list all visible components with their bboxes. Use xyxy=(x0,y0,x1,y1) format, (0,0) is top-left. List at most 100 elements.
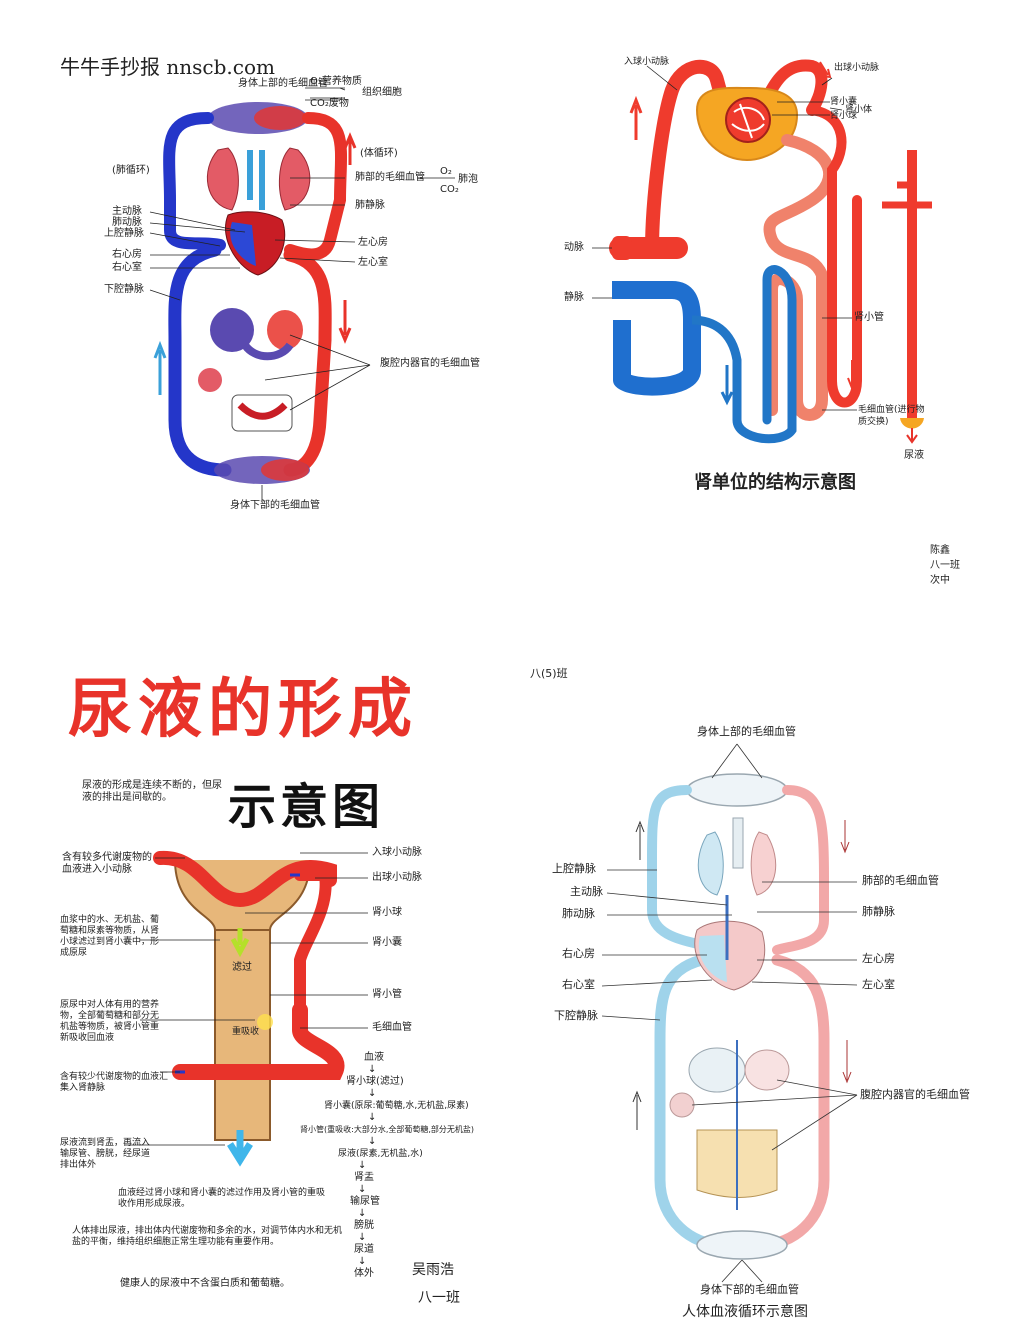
label-inferior-vena-cava: 下腔静脉 xyxy=(104,284,144,295)
label-pulmonary-artery: 肺动脉 xyxy=(112,217,142,228)
label-exchange: 毛细血管(进行物质交换) xyxy=(858,405,925,427)
flow-step-10: 体外 xyxy=(354,1268,374,1279)
pastel-svc: 上腔静脉 xyxy=(552,862,596,875)
pastel-class-label: 八(5)班 xyxy=(530,667,568,680)
pastel-left-lung xyxy=(697,831,724,896)
label-upper-capillaries: 身体上部的毛细血管 xyxy=(238,78,328,89)
label-o2: O₂ xyxy=(440,166,452,177)
flow-arrow: ↓ xyxy=(368,1064,377,1075)
pastel-top-label: 身体上部的毛细血管 xyxy=(697,725,796,738)
urine-label-4: 含有较少代谢废物的血液汇集入肾静脉 xyxy=(60,1072,169,1093)
nephron-diagram xyxy=(592,59,932,444)
urine-r-afferent: 入球小动脉 xyxy=(372,847,422,858)
pastel-lower-capillaries xyxy=(696,1230,788,1260)
flow-step-2: 肾小球(滤过) xyxy=(346,1076,404,1087)
label-aorta: 主动脉 xyxy=(112,206,142,217)
panel-urine: 尿液的形成 示意图 尿液的形成是连续不断的，但尿液的排出是间歇的。 xyxy=(0,660,512,1332)
capillary-vessel xyxy=(172,1002,345,1080)
left-lung xyxy=(206,147,239,211)
urine-r-capillary: 毛细血管 xyxy=(372,1022,412,1033)
label-abdominal-capillaries: 腹腔内器官的毛细血管 xyxy=(380,358,480,369)
pastel-left-ventricle: 左心室 xyxy=(862,978,895,991)
liver-capillaries xyxy=(210,308,254,352)
panel-circulation-pastel: 八(5)班 xyxy=(512,660,1024,1332)
flow-step-6: 肾盂 xyxy=(354,1172,374,1183)
urine-label-5: 尿液流到肾盂，再流入输尿管、膀胱，经尿道排出体外 xyxy=(60,1138,151,1170)
label-right-atrium: 右心房 xyxy=(112,249,142,260)
flow-step-8: 膀胱 xyxy=(354,1220,374,1231)
pastel-abdominal: 腹腔内器官的毛细血管 xyxy=(860,1088,970,1101)
label-tissue-cells: 组织细胞 xyxy=(362,87,402,98)
venous-return xyxy=(732,265,797,444)
flow-arrow: ↓ xyxy=(358,1208,367,1219)
flow-arrow: ↓ xyxy=(368,1088,377,1099)
label-left-ventricle: 左心室 xyxy=(358,257,388,268)
label-glomerulus: 肾小球 xyxy=(830,111,858,121)
right-lung xyxy=(278,147,311,211)
label-systemic-circulation: (体循环) xyxy=(360,148,398,159)
flow-arrow: ↓ xyxy=(358,1256,367,1267)
urine-para-1: 血液经过肾小球和肾小囊的滤过作用及肾小管的重吸收作用形成尿液。 xyxy=(118,1188,326,1209)
flow-step-5: 尿液(尿素,无机盐,水) xyxy=(338,1149,423,1159)
pastel-bottom-label: 身体下部的毛细血管 xyxy=(700,1283,799,1296)
afferent-vessel xyxy=(153,850,337,908)
flow-step-1: 血液 xyxy=(364,1052,384,1063)
urine-r-capsule: 肾小囊 xyxy=(372,937,402,948)
efferent-arteriole xyxy=(756,59,828,116)
label-co2: CO₂ xyxy=(440,184,459,195)
label-urine: 尿液 xyxy=(904,450,924,461)
nephron-author-class: 八一班 xyxy=(930,560,960,571)
circulation-pastel-diagram xyxy=(601,743,858,1283)
pastel-venous-loop xyxy=(647,785,707,950)
pastel-lung-cap: 肺部的毛细血管 xyxy=(862,874,939,887)
flow-step-4: 肾小管(重吸收:大部分水,全部葡萄糖,部分无机盐) xyxy=(300,1125,475,1134)
urine-label-1: 含有较多代谢废物的血液进入小动脉 xyxy=(62,852,152,875)
flow-arrow: ↓ xyxy=(368,1112,377,1123)
pastel-upper-capillaries xyxy=(686,773,788,807)
label-right-ventricle: 右心室 xyxy=(112,262,142,273)
label-efferent-arteriole: 出球小动脉 xyxy=(834,63,880,73)
urine-label-3: 原尿中对人体有用的营养物，全部葡萄糖和部分无机盐等物质，被肾小管重新吸收回血液 xyxy=(60,1000,160,1043)
nephron-title: 肾单位的结构示意图 xyxy=(694,472,856,493)
flow-step-3: 肾小囊(原尿:葡萄糖,水,无机盐,尿素) xyxy=(324,1101,469,1111)
urine-para-2: 人体排出尿液，排出体内代谢废物和多余的水，对调节体内水和无机盐的平衡，维持组织细… xyxy=(72,1226,343,1247)
pastel-pulm-artery: 肺动脉 xyxy=(562,907,595,920)
flow-step-9: 尿道 xyxy=(354,1244,374,1255)
pastel-title: 人体血液循环示意图 xyxy=(682,1304,808,1320)
urine-para-3: 健康人的尿液中不含蛋白质和葡萄糖。 xyxy=(120,1278,290,1289)
label-pulmonary-vein: 肺静脉 xyxy=(355,200,385,211)
flow-step-7: 输尿管 xyxy=(350,1196,380,1207)
panel-circulation-color: 身体上部的毛细血管 O₂营养物质 CO₂废物 组织细胞 (肺循环) (体循环) … xyxy=(0,0,512,540)
urine-author-class: 八一班 xyxy=(418,1290,460,1306)
urine-reabsorb: 重吸收 xyxy=(232,1027,260,1037)
label-vein: 静脉 xyxy=(564,292,584,303)
label-pulmonary-circulation: (肺循环) xyxy=(112,165,150,176)
pastel-pulm-vein: 肺静脉 xyxy=(862,905,895,918)
urine-drop xyxy=(900,418,924,429)
flow-arrow: ↓ xyxy=(358,1184,367,1195)
circulation-color-diagram xyxy=(149,87,455,500)
label-superior-vena-cava: 上腔静脉 xyxy=(104,228,144,239)
urine-label-2: 血浆中的水、无机盐、葡萄糖和尿素等物质，从肾小球滤过到肾小囊中，形成原尿 xyxy=(60,915,160,958)
pastel-arterial-loop xyxy=(772,785,829,955)
label-left-atrium: 左心房 xyxy=(358,237,388,248)
label-artery: 动脉 xyxy=(564,242,584,253)
urine-r-efferent: 出球小动脉 xyxy=(372,872,422,883)
pastel-ivc: 下腔静脉 xyxy=(554,1009,598,1022)
label-lower-capillaries: 身体下部的毛细血管 xyxy=(230,500,320,511)
urine-r-tubule: 肾小管 xyxy=(372,989,402,1000)
label-capsule: 肾小囊 xyxy=(830,97,858,107)
watermark: 牛牛手抄报 nnscb.com xyxy=(60,55,275,79)
label-o2-nutrients: O₂营养物质 xyxy=(310,76,362,87)
pastel-aorta: 主动脉 xyxy=(570,885,603,898)
pastel-right-ventricle: 右心室 xyxy=(562,978,595,991)
flow-arrow: ↓ xyxy=(358,1232,367,1243)
renal-tubule xyxy=(763,134,836,421)
flow-arrow: ↓ xyxy=(358,1160,367,1171)
pastel-left-atrium: 左心房 xyxy=(862,952,895,965)
urine-title-sub: 示意图 xyxy=(228,779,385,835)
urine-r-glomerulus: 肾小球 xyxy=(372,907,402,918)
flow-arrow: ↓ xyxy=(368,1136,377,1147)
label-alveoli: 肺泡 xyxy=(458,174,478,185)
urine-formation-diagram xyxy=(125,850,368,1167)
